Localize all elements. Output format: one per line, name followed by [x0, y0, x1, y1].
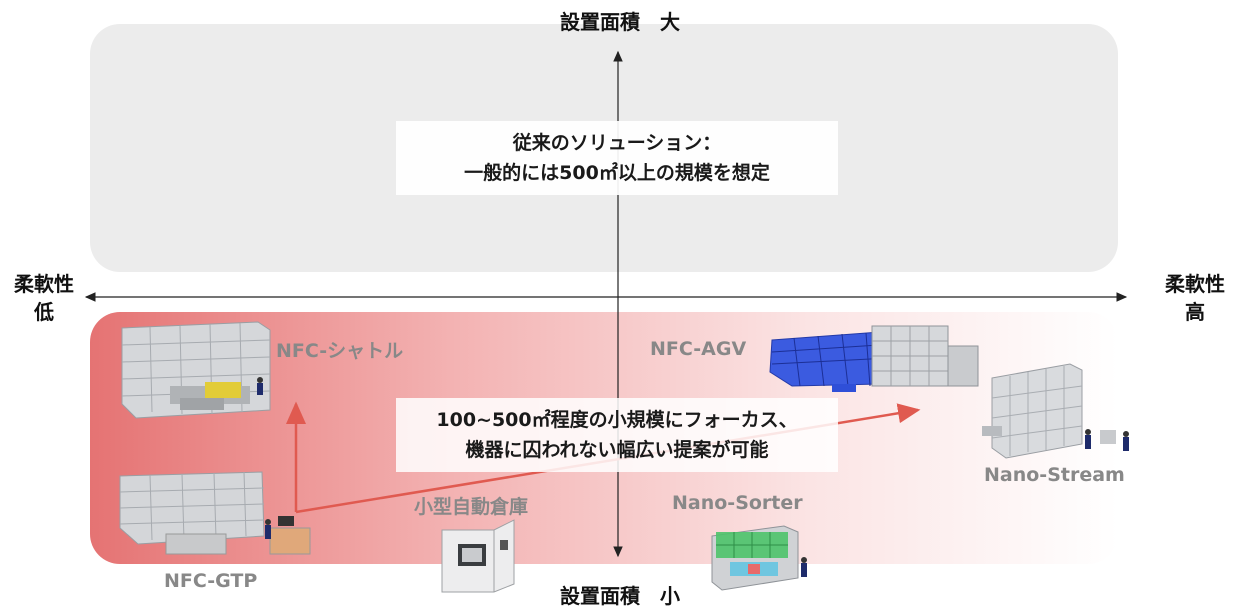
conventional-callout-line2: 一般的には500㎡以上の規模を想定 — [464, 162, 770, 184]
nano-stream-illustration — [982, 363, 1129, 459]
axis-top-label: 設置面積 大 — [560, 10, 680, 34]
agv-illustration — [769, 325, 979, 392]
axis-right-label: 柔軟性 高 — [1150, 270, 1240, 326]
product-label-shuttle: NFC-シャトル — [276, 340, 404, 362]
axis-left-line1: 柔軟性 — [14, 272, 74, 296]
product-label-nano-sorter: Nano-Sorter — [672, 492, 803, 514]
conventional-callout: 従来のソリューション： 一般的には500㎡以上の規模を想定 — [396, 121, 838, 195]
product-label-nano-stream: Nano-Stream — [984, 464, 1125, 486]
product-label-gtp: NFC-GTP — [164, 570, 258, 592]
small-scale-callout-line1: 100~500㎡程度の小規模にフォーカス、 — [436, 409, 798, 431]
conventional-callout-line1: 従来のソリューション： — [512, 132, 722, 154]
small-scale-callout: 100~500㎡程度の小規模にフォーカス、 機器に囚われない幅広い提案が可能 — [396, 398, 838, 472]
product-label-agv: NFC-AGV — [650, 338, 747, 360]
axis-left-line2: 低 — [34, 300, 54, 324]
nano-sorter-illustration — [711, 525, 807, 591]
small-warehouse-illustration — [441, 519, 515, 593]
axis-right-line1: 柔軟性 — [1165, 272, 1225, 296]
gtp-illustration — [119, 471, 311, 555]
axis-bottom-label: 設置面積 小 — [560, 584, 680, 608]
product-label-small-warehouse: 小型自動倉庫 — [414, 496, 529, 518]
shuttle-illustration — [121, 321, 271, 419]
small-scale-callout-line2: 機器に囚われない幅広い提案が可能 — [465, 439, 769, 461]
axis-left-label: 柔軟性 低 — [4, 270, 84, 326]
axis-right-line2: 高 — [1185, 300, 1205, 324]
